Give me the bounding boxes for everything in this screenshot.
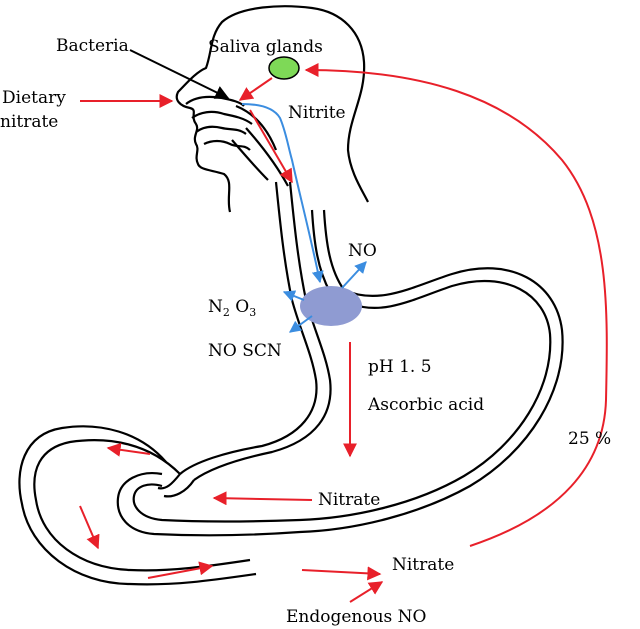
- noscn-arrow: [289, 315, 313, 333]
- label-no: NO: [348, 241, 377, 261]
- label-nitrate-bottom: Nitrate: [392, 555, 454, 575]
- label-nitrite: Nitrite: [288, 103, 346, 123]
- label-noscn: NO SCN: [208, 341, 282, 361]
- esophagus-outline: [179, 181, 345, 481]
- stomach-outline: [18, 267, 564, 586]
- nitrate-left-arrow: [212, 491, 313, 506]
- bacteria-arrow: [129, 49, 230, 99]
- label-ph: pH 1. 5: [368, 357, 432, 377]
- head-outline: [175, 5, 369, 213]
- recirculation-arrow: [304, 63, 608, 547]
- label-saliva-glands: Saliva glands: [208, 37, 323, 57]
- label-25-percent: 25 %: [568, 429, 611, 449]
- gland-to-mouth-arrow: [238, 77, 273, 101]
- label-n2o3: N2 O3: [208, 297, 256, 319]
- mouth-to-throat-arrow: [249, 109, 293, 184]
- duodenum-arrow-3: [147, 561, 214, 579]
- duodenum-arrow-2: [79, 505, 100, 550]
- label-nitrate-dietary: nitrate: [0, 112, 58, 132]
- label-endogenous-no: Endogenous NO: [286, 607, 427, 627]
- label-ascorbic-acid: Ascorbic acid: [367, 395, 484, 415]
- n2o3-arrow: [282, 290, 305, 302]
- saliva-gland: [268, 56, 300, 80]
- blue-arrows: [241, 103, 367, 333]
- label-bacteria: Bacteria: [56, 36, 129, 56]
- no-release-arrow: [341, 261, 367, 289]
- endogenous-arrow: [349, 581, 384, 603]
- red-arrows: [79, 63, 608, 603]
- to-nitrate-arrow: [301, 566, 382, 581]
- label-dietary: Dietary: [2, 88, 66, 108]
- nitrite-flow-arrow: [241, 103, 324, 284]
- label-nitrate-stomach: Nitrate: [318, 490, 380, 510]
- duodenum-arrow-1: [106, 442, 151, 457]
- stomach-content-blob: [300, 286, 362, 326]
